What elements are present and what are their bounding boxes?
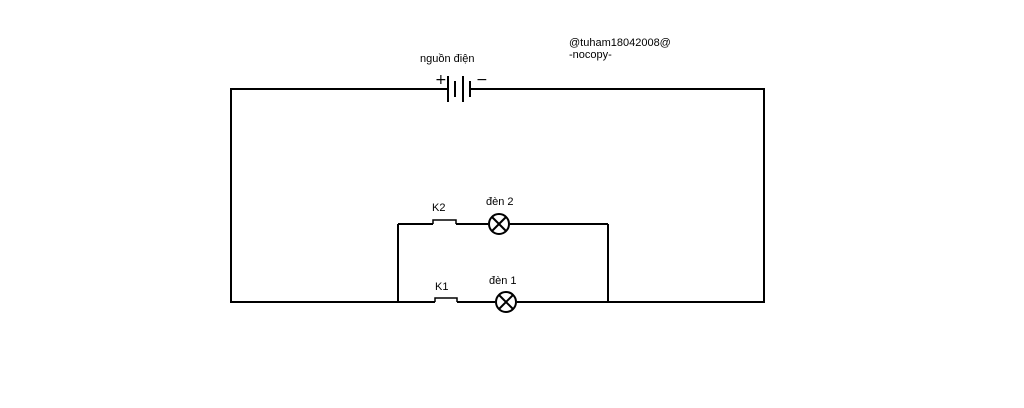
source-label: nguồn điện (420, 53, 474, 65)
lamp-1-label: đèn 1 (489, 275, 517, 287)
switch-k1 (434, 297, 458, 302)
plus-terminal-label: + (435, 72, 447, 88)
switch-k2 (432, 219, 457, 224)
lamp-2-label: đèn 2 (486, 196, 514, 208)
switch-k1-label: K1 (435, 281, 448, 293)
lamp-1-symbol (495, 291, 517, 313)
switch-k2-label: K2 (432, 202, 445, 214)
watermark-line-2: -nocopy- (569, 49, 612, 61)
lamp-2-symbol (488, 213, 510, 235)
parallel-branch-wires (397, 223, 609, 303)
minus-terminal-label: − (476, 72, 488, 88)
battery-symbol (447, 76, 471, 102)
watermark-line-1: @tuham18042008@ (569, 37, 671, 49)
main-circuit-wires (230, 88, 765, 303)
